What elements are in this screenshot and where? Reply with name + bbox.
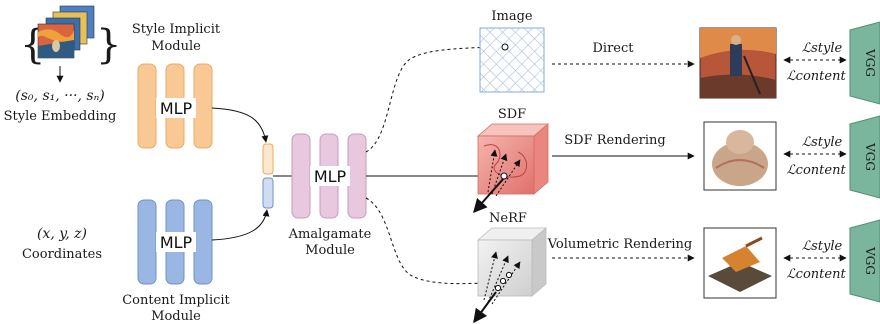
sdf-sample-point	[500, 172, 508, 180]
sdf-branch: SDF SDF Rendering	[473, 107, 695, 214]
style-layer-1	[137, 63, 157, 149]
nerf-label: NeRF	[489, 211, 527, 226]
image-label: Image	[491, 9, 533, 24]
right-brace: }	[96, 22, 121, 68]
style-module-title-1: Style Implicit	[132, 22, 221, 37]
vgg-label-2: VGG	[863, 142, 877, 171]
amalgamate-to-image-arrow	[365, 43, 501, 153]
loss-style-1: ℒstyle	[802, 41, 843, 56]
style-mlp-label: MLP	[160, 99, 193, 118]
loss-style-2: ℒstyle	[802, 135, 843, 150]
amalgamate-mlp-label: MLP	[314, 167, 347, 186]
content-module-title-1: Content Implicit	[122, 293, 230, 308]
image-branch: Image Direct	[479, 9, 695, 93]
vgg-block-1	[849, 21, 880, 105]
result-nerf	[703, 227, 777, 299]
vgg-label-3: VGG	[863, 246, 877, 275]
sdf-surface-curve	[483, 144, 527, 178]
vgg-block-2	[849, 115, 880, 199]
result-nerf-arm	[745, 236, 763, 248]
content-module-title-2: Module	[151, 309, 201, 324]
volumetric-rendering-label: Volumetric Rendering	[547, 237, 693, 252]
result-direct	[699, 27, 777, 99]
style-embedding-label: Style Embedding	[4, 109, 117, 124]
losses-nerf: ℒstyle ℒcontent	[783, 239, 847, 282]
loss-style-3: ℒstyle	[802, 239, 843, 254]
style-to-concat-arrow	[211, 107, 269, 143]
vgg-block-3	[849, 219, 880, 303]
nerf-camera-ray	[473, 291, 497, 324]
sdf-cube-side	[533, 123, 549, 195]
content-layer-1	[137, 199, 157, 285]
amalgamate-layer-1	[291, 133, 311, 219]
loss-content-1: ℒcontent	[786, 69, 846, 84]
amalgamate-layer-3	[347, 133, 367, 219]
sdf-cube-front	[477, 135, 535, 195]
scream-sky	[37, 29, 74, 42]
result-sdf-texture	[715, 159, 765, 169]
nerf-ray-2	[487, 255, 509, 303]
vgg-nerf: VGG	[849, 219, 880, 303]
sdf-rendering-label: SDF Rendering	[564, 133, 665, 148]
nerf-branch: NeRF Volumetric Rendering	[473, 211, 695, 324]
content-to-concat-arrow	[211, 209, 270, 241]
result-direct-ground	[700, 74, 776, 98]
amalgamate-module: MLP Amalgamate Module	[288, 133, 372, 258]
nerf-ray-3	[491, 261, 521, 305]
vgg-label-1: VGG	[863, 48, 877, 77]
result-sdf	[703, 121, 777, 191]
nerf-cube-front	[477, 239, 533, 297]
result-sdf-body	[712, 142, 768, 186]
loss-content-3: ℒcontent	[786, 267, 846, 282]
coordinates-label: Coordinates	[22, 247, 102, 262]
sdf-ray-1	[487, 149, 498, 193]
style-module-title-2: Module	[151, 39, 201, 54]
style-implicit-module: Style Implicit Module MLP	[132, 22, 221, 149]
result-direct-tripod	[743, 55, 761, 95]
sdf-label: SDF	[498, 107, 526, 122]
result-nerf-bulldozer	[722, 246, 760, 272]
direct-label: Direct	[593, 41, 635, 56]
amalgamate-title-1: Amalgamate	[288, 227, 372, 242]
style-embedding-tuple: (s₀, s₁, ···, sₙ)	[15, 88, 104, 104]
losses-direct: ℒstyle ℒcontent	[783, 41, 847, 84]
amalgamate-to-nerf-arrow	[365, 197, 499, 286]
nerf-sample-2	[499, 277, 507, 285]
coordinates-tuple: (x, y, z)	[37, 226, 87, 242]
content-implicit-module: MLP Content Implicit Module	[122, 199, 231, 324]
sdf-ray-3	[495, 159, 521, 197]
amalgamate-title-2: Module	[305, 243, 355, 258]
result-sdf-head	[726, 130, 754, 154]
nerf-sample-3	[505, 271, 513, 279]
vgg-direct: VGG	[849, 21, 880, 105]
style-layer-3	[193, 63, 213, 149]
losses-sdf: ℒstyle ℒcontent	[783, 135, 847, 178]
nerf-sample-1	[494, 284, 502, 292]
nerf-ray-1	[483, 251, 498, 301]
content-feature-bar	[262, 177, 274, 209]
result-direct-head	[731, 35, 741, 45]
image-grid	[479, 27, 545, 93]
style-feature-bar	[262, 143, 274, 175]
nerf-cube-side	[531, 227, 547, 297]
vgg-sdf: VGG	[849, 115, 880, 199]
image-sample-point	[501, 43, 509, 51]
result-direct-person	[730, 44, 742, 76]
style-mlp-label-bg	[156, 98, 196, 118]
sdf-ray-2	[491, 153, 508, 195]
content-layer-3	[193, 199, 213, 285]
amalgamate-mlp-label-bg	[310, 166, 350, 186]
result-nerf-base	[708, 262, 772, 292]
content-mlp-label: MLP	[160, 233, 193, 252]
loss-content-2: ℒcontent	[786, 163, 846, 178]
sdf-camera-ray	[473, 177, 505, 214]
style-images-stack: { }	[20, 5, 121, 83]
scream-figure	[52, 40, 60, 52]
content-mlp-label-bg	[156, 232, 196, 252]
